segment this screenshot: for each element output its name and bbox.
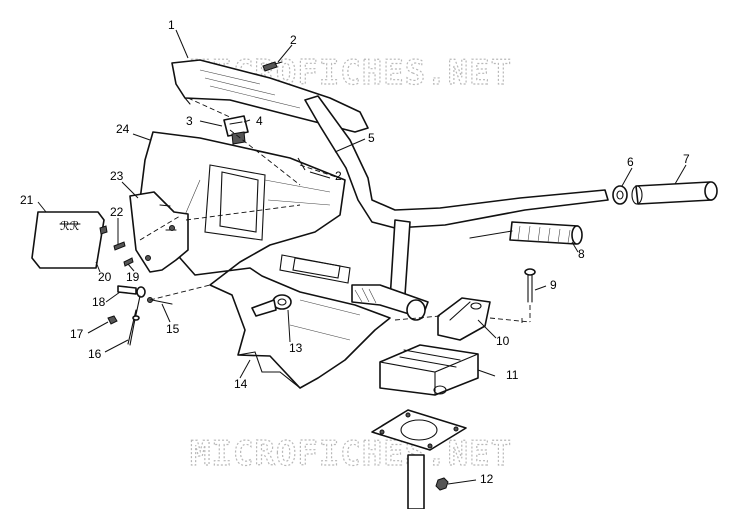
callout-23: 23: [110, 169, 124, 183]
part-3-switch: [223, 115, 249, 145]
callout-11: 11: [506, 368, 519, 382]
callout-2a: 2: [290, 33, 297, 47]
part-19-screw: [123, 257, 134, 267]
part-9-bolt: [524, 268, 536, 322]
part-6-collar: [612, 185, 628, 205]
callout-12: 12: [480, 472, 494, 486]
callout-14: 14: [234, 377, 248, 391]
callout-2b: 2: [335, 169, 342, 183]
part-23-bracket: [129, 191, 189, 273]
svg-text:ℛℛ: ℛℛ: [60, 219, 80, 233]
part-8-grip-left: [469, 221, 583, 245]
callout-18: 18: [92, 295, 106, 309]
watermark-bottom: MICROFICHES.NET: [190, 434, 512, 474]
leader-lines: [37, 29, 687, 485]
callout-7: 7: [683, 152, 690, 166]
part-5-handlebar: [304, 95, 609, 321]
part-16-cable: [127, 286, 146, 346]
part-15-screw: [147, 297, 173, 305]
steering-plate: [371, 409, 467, 509]
callout-8: 8: [578, 247, 585, 261]
part-10-clamp-top: [437, 297, 531, 341]
callout-6: 6: [627, 155, 634, 169]
part-14-lower-fairing: [237, 351, 301, 389]
callout-5: 5: [368, 131, 375, 145]
callout-21: 21: [20, 193, 34, 207]
part-11-clamp-bottom: [379, 344, 479, 396]
alignment-lines: [139, 97, 523, 324]
callout-19: 19: [126, 270, 140, 284]
part-13-knob: [251, 294, 292, 317]
callout-numbers: 1 2 2 3 4 5 6 7 8 9 10 11 12 13 14 15 16…: [20, 18, 690, 486]
part-21-plate: ℛℛ: [31, 211, 105, 269]
part-17-nut: [107, 315, 118, 325]
callout-22: 22: [110, 205, 124, 219]
callout-4: 4: [256, 114, 263, 128]
callout-1: 1: [168, 18, 175, 32]
part-7-grip-right: [631, 181, 718, 205]
callout-10: 10: [496, 334, 510, 348]
callout-24: 24: [116, 122, 130, 136]
callout-20: 20: [98, 270, 112, 284]
callout-3: 3: [186, 114, 193, 128]
callout-13: 13: [289, 341, 303, 355]
part-20-screw: [99, 225, 108, 235]
part-18-pin: [117, 285, 137, 295]
callout-15: 15: [166, 322, 180, 336]
callout-17: 17: [70, 327, 84, 341]
part-2-screw-top: [262, 61, 283, 72]
part-12-nut: [435, 477, 449, 491]
part-22-screw: [113, 241, 126, 251]
callout-9: 9: [550, 278, 557, 292]
callout-16: 16: [88, 347, 102, 361]
